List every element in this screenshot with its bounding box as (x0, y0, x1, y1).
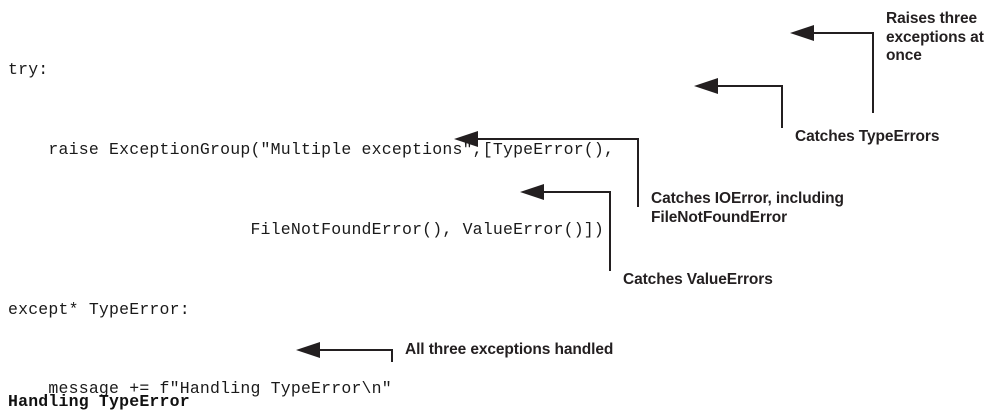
arrowhead-icon (694, 78, 718, 94)
code-line: except* TypeError: (8, 299, 190, 319)
callout-all-handled: All three exceptions handled (405, 341, 613, 360)
callout-line: Raises three (886, 10, 977, 27)
code-line: FileNotFoundError(), ValueError()]) (8, 219, 604, 239)
code-line: raise ExceptionGroup("Multiple exception… (8, 139, 615, 159)
output-line: Handling TypeError (8, 392, 190, 412)
code-line: message += f"Handling TypeError\n" (8, 379, 392, 399)
callout-raises-three: Raises three exceptions at once (886, 10, 984, 66)
callout-line: Catches TypeErrors (795, 128, 940, 145)
leader-line-catches-typeerrors (716, 85, 783, 128)
callout-line: Catches IOError, including (651, 190, 844, 207)
callout-line: All three exceptions handled (405, 341, 614, 358)
callout-line: FileNotFoundError (651, 208, 788, 226)
callout-line: once (886, 47, 922, 64)
callout-line: exceptions at (886, 28, 984, 46)
leader-line-raises-three (812, 32, 874, 113)
arrowhead-icon (790, 25, 814, 41)
callout-catches-ioerror: Catches IOError, including FileNotFoundE… (651, 190, 844, 227)
callout-catches-typeerrors: Catches TypeErrors (795, 128, 939, 147)
callout-catches-valueerrors: Catches ValueErrors (623, 271, 773, 290)
program-output: Handling TypeError Handling IOError Hand… (8, 336, 200, 420)
callout-line: Catches ValueErrors (623, 271, 773, 288)
code-line: try: (8, 60, 49, 80)
